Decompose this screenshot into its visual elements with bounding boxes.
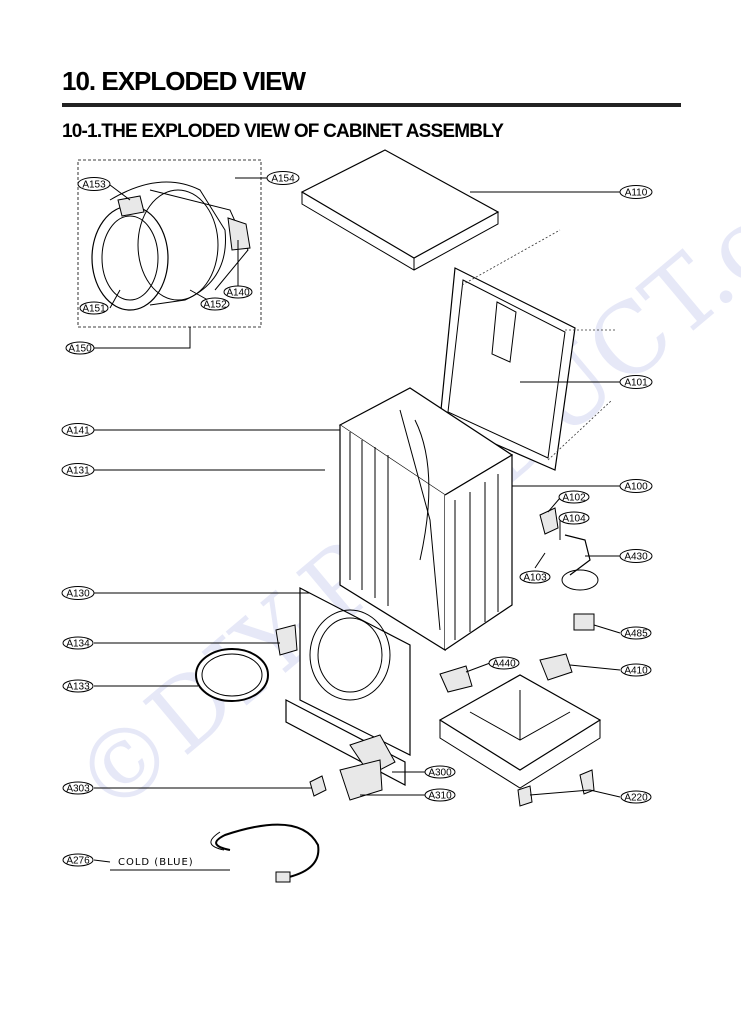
callout-a103: A103 [519,570,551,584]
gasket-ring-part [195,648,269,702]
callout-a140: A140 [223,285,253,299]
callout-a300: A300 [424,765,456,779]
callout-a131: A131 [61,463,95,477]
svg-text:A303: A303 [66,784,90,795]
callout-a303: A303 [62,781,94,795]
door-latch-small-part [275,624,298,656]
page-subtitle: 10-1.THE EXPLODED VIEW OF CABINET ASSEMB… [62,121,504,142]
rear-frame-part [439,229,615,471]
svg-text:A485: A485 [624,629,648,640]
drawer-part [339,759,383,801]
callout-a151: A151 [79,301,109,315]
svg-text:A410: A410 [624,666,648,677]
foot-part-2 [517,785,533,807]
callout-a430: A430 [619,549,653,563]
svg-text:A101: A101 [624,378,648,389]
callout-labels: A153 A154 A110 A140 A151 A152 A150 A101 … [61,171,653,867]
callout-a100: A100 [619,479,653,493]
cabinet-body-part [338,387,514,652]
svg-text:A152: A152 [203,300,227,311]
svg-text:A430: A430 [624,552,648,563]
svg-text:A140: A140 [226,288,250,299]
svg-text:A154: A154 [271,174,295,185]
callout-a153: A153 [77,177,111,191]
callout-a440: A440 [488,656,520,670]
title-rule [62,103,681,107]
connector-part [539,507,559,535]
motor-part [539,653,573,681]
inlet-hose-part [210,823,320,883]
svg-text:A103: A103 [523,573,547,584]
svg-text:A153: A153 [82,180,106,191]
svg-text:A134: A134 [66,639,90,650]
leg-part [309,775,327,797]
svg-text:A151: A151 [82,304,106,315]
door-glass-part [91,205,169,311]
callout-a152: A152 [200,297,230,311]
callout-a102: A102 [558,490,590,504]
callout-a141: A141 [61,423,95,437]
svg-text:A141: A141 [66,426,90,437]
callout-a104: A104 [558,511,590,525]
hose-label: COLD (BLUE) [118,857,194,868]
svg-text:A130: A130 [66,589,90,600]
callout-a101: A101 [619,375,653,389]
svg-text:A150: A150 [68,344,92,355]
page-title: 10. EXPLODED VIEW [62,66,306,96]
svg-text:A131: A131 [66,466,90,477]
door-assembly-inset [77,159,262,328]
base-frame-part [438,674,602,789]
callout-a150: A150 [65,341,95,355]
top-plate-part [300,149,500,271]
callout-a134: A134 [62,636,94,650]
door-latch-part [117,195,145,217]
callout-a130: A130 [61,586,95,600]
callout-a110: A110 [619,185,653,199]
front-panel-part [299,587,411,756]
svg-text:A110: A110 [625,188,648,199]
callout-a276: A276 [62,853,94,867]
power-cord-part [564,534,591,576]
callout-a410: A410 [620,663,652,677]
svg-text:A220: A220 [624,793,648,804]
svg-text:A100: A100 [624,482,648,493]
callout-a485: A485 [620,626,652,640]
svg-text:A133: A133 [66,682,90,693]
svg-text:A300: A300 [428,768,452,779]
foot-part [579,769,595,795]
leader-lines [93,177,621,871]
door-hinge-part [227,217,251,251]
svg-text:A440: A440 [492,659,516,670]
pump-part [439,665,473,693]
callout-a220: A220 [620,790,652,804]
svg-text:A102: A102 [562,493,586,504]
callout-a154: A154 [266,171,300,185]
svg-text:A104: A104 [562,514,586,525]
noise-filter-part [573,613,595,631]
callout-a310: A310 [424,788,456,802]
callout-a133: A133 [62,679,94,693]
svg-text:A310: A310 [428,791,452,802]
svg-text:A276: A276 [66,856,90,867]
